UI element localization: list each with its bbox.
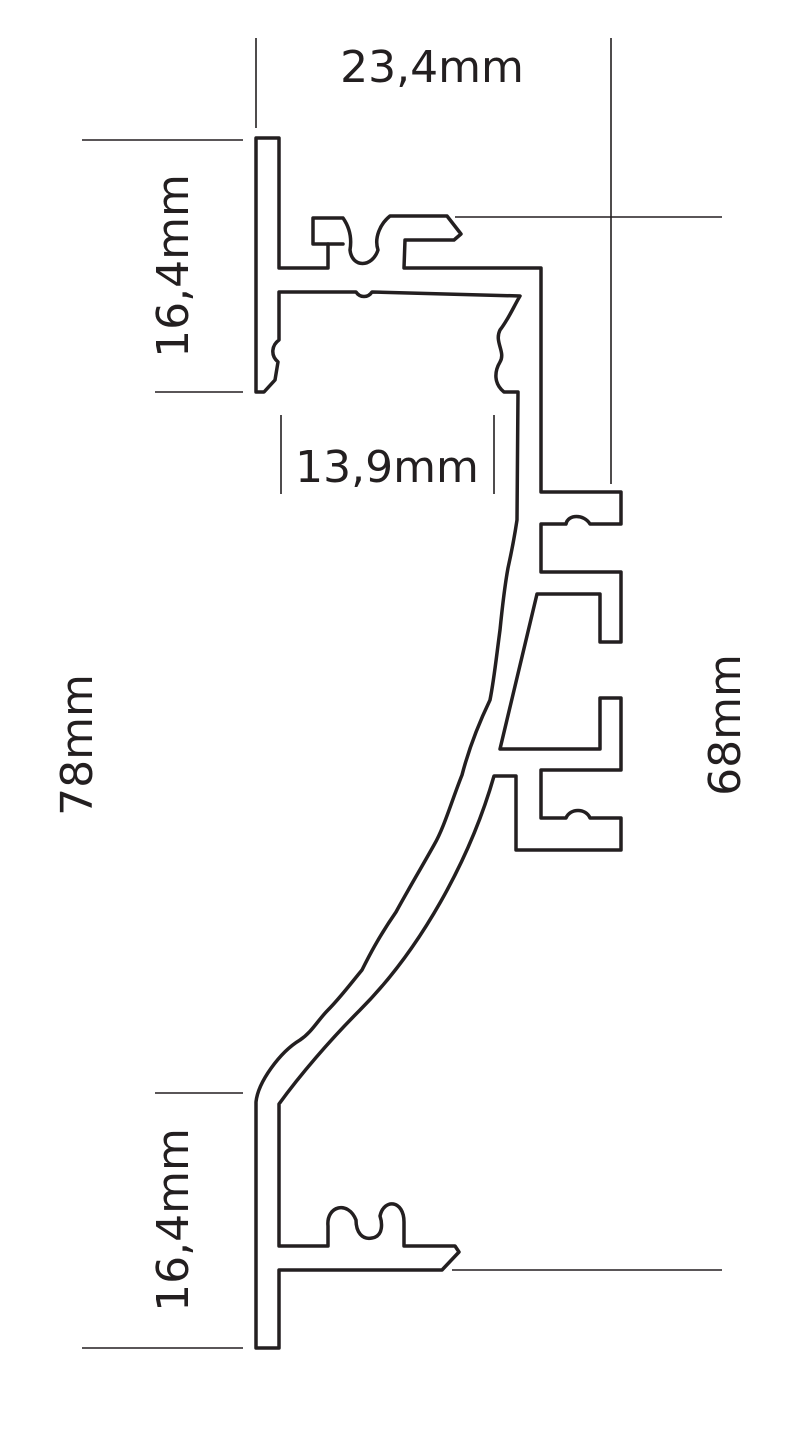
inner-width-label: 13,9mm: [295, 442, 479, 493]
aluminium-profile: [254, 136, 623, 1350]
top-width-label: 23,4mm: [340, 42, 524, 93]
bottom-flange-height-label: 16,4mm: [148, 1128, 199, 1312]
overall-height-label: 78mm: [52, 674, 103, 816]
rear-height-label: 68mm: [700, 654, 751, 796]
top-flange-height-label: 16,4mm: [148, 174, 199, 358]
profile-outer-contour: [254, 136, 623, 1350]
dimension-lines: [82, 38, 722, 1349]
